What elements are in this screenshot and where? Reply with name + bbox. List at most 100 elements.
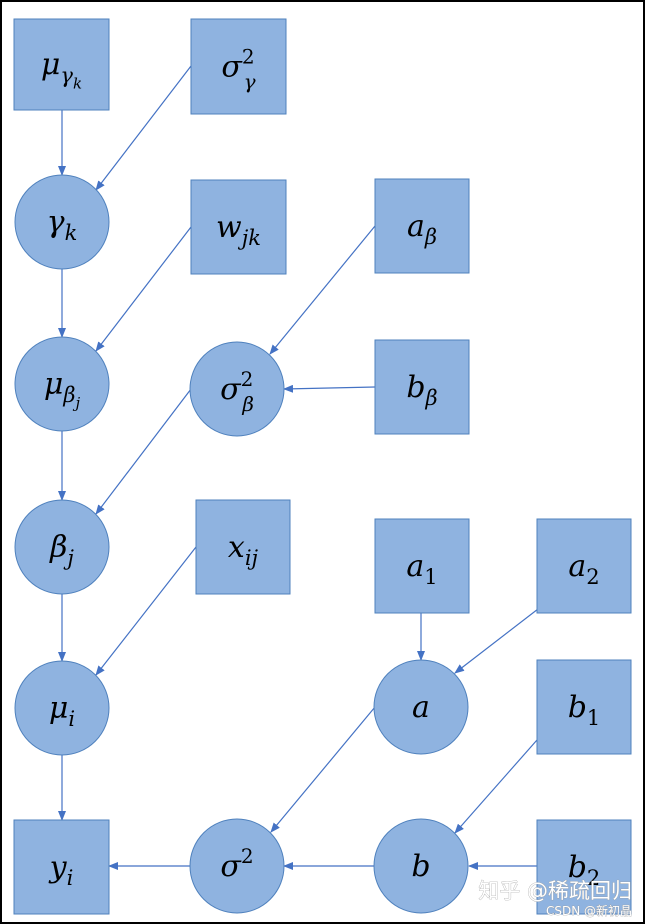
- node-b-1-label: b1: [568, 690, 601, 730]
- watermark-line1: 知乎 @稀疏回归: [478, 879, 632, 903]
- node-sigma2-circle: [189, 818, 285, 914]
- node-y-i-subscript: i: [67, 866, 74, 890]
- edge-a-2-to-a: [454, 598, 552, 674]
- node-a-2-subscript: 2: [586, 565, 599, 589]
- node-b-beta-symbol: b: [406, 370, 425, 405]
- node-a-beta: aβ: [374, 178, 470, 274]
- node-a-circle: [373, 659, 469, 755]
- node-sigma2-superscript: 2: [241, 844, 254, 868]
- node-sigma2-symbol: σ: [220, 849, 242, 884]
- node-mu-beta-j-subscript: β: [62, 383, 75, 407]
- node-a-2: a2: [536, 518, 632, 614]
- node-beta-j-symbol: β: [49, 530, 67, 565]
- node-gamma-k-symbol: γ: [47, 205, 65, 240]
- node-b-2-label: b2: [568, 850, 601, 890]
- edge-a-to-sigma2: [270, 706, 376, 833]
- node-beta-j: βj: [14, 499, 110, 595]
- node-x-ij-box: [195, 499, 291, 595]
- node-b-circle: [373, 818, 469, 914]
- edges-layer: [58, 65, 552, 870]
- node-mu-gamma-k-label: μγk: [41, 48, 82, 93]
- node-x-ij-symbol: x: [228, 530, 245, 565]
- node-a-beta-symbol: a: [407, 209, 425, 244]
- node-x-ij-subscript: ij: [245, 546, 259, 570]
- node-mu-i: μi: [14, 660, 110, 756]
- node-mu-beta-j-sub-subscript: j: [72, 394, 80, 412]
- node-y-i-symbol: y: [48, 850, 68, 885]
- edge-a-beta-to-sigma2-beta: [269, 225, 376, 355]
- node-b-beta-box: [374, 339, 470, 435]
- node-w-jk-label: wjk: [216, 210, 261, 250]
- node-sigma2-label: σ2: [220, 844, 253, 884]
- node-b-2: b2: [536, 819, 632, 915]
- node-gamma-k-circle: [14, 174, 110, 270]
- node-w-jk-symbol: w: [216, 210, 242, 245]
- edge-b-1-to-b: [454, 739, 538, 834]
- node-a-2-label: a2: [568, 549, 599, 589]
- node-mu-beta-j-symbol: μ: [44, 367, 64, 402]
- node-sigma2-gamma-symbol: σ: [221, 50, 243, 85]
- node-sigma2-beta-symbol: σ: [220, 372, 242, 407]
- node-a-1-label: a1: [406, 549, 437, 589]
- node-a-symbol: a: [412, 690, 430, 725]
- node-a-beta-box: [374, 178, 470, 274]
- node-gamma-k: γk: [14, 174, 110, 270]
- node-b: b: [373, 818, 469, 914]
- node-mu-i-subscript: i: [68, 707, 75, 731]
- node-a: a: [373, 659, 469, 755]
- node-sigma2-beta-superscript: 2: [241, 367, 254, 391]
- node-mu-i-symbol: μ: [49, 691, 69, 726]
- node-y-i: yi: [13, 819, 110, 915]
- node-w-jk-subscript: jk: [238, 226, 261, 250]
- node-beta-j-label: βj: [49, 530, 74, 570]
- node-x-ij-label: xij: [228, 530, 259, 570]
- node-y-i-box: [13, 819, 110, 915]
- node-mu-gamma-k: μγk: [13, 18, 110, 111]
- node-b-1-subscript: 1: [587, 706, 600, 730]
- node-mu-beta-j-circle: [14, 336, 110, 432]
- node-y-i-label: yi: [48, 850, 74, 890]
- node-sigma2-gamma-box: [190, 18, 287, 115]
- node-mu-i-label: μi: [49, 691, 75, 731]
- node-a-label: a: [412, 690, 430, 725]
- node-b-beta-subscript: β: [425, 386, 438, 410]
- node-b-1-symbol: b: [568, 690, 587, 725]
- node-a-2-box: [536, 518, 632, 614]
- edge-sigma2-beta-to-beta-j: [95, 388, 192, 515]
- node-mu-gamma-k-subscript: γ: [60, 64, 73, 88]
- node-gamma-k-subscript: k: [65, 221, 78, 245]
- node-sigma2-gamma-subscript: γ: [244, 70, 256, 94]
- node-sigma2-gamma-superscript: 2: [242, 45, 255, 69]
- node-gamma-k-label: γk: [47, 205, 78, 245]
- node-a-1-box: [374, 518, 470, 614]
- edge-w-jk-to-mu-beta-j: [95, 226, 192, 352]
- watermark: 知乎 @稀疏回归 CSDN @新初晶: [478, 879, 632, 919]
- node-b-2-symbol: b: [568, 850, 587, 885]
- node-sigma2: σ2: [189, 818, 285, 914]
- node-b-label: b: [411, 849, 430, 884]
- node-b-beta: bβ: [374, 339, 470, 435]
- node-b-1: b1: [536, 659, 632, 755]
- node-beta-j-circle: [14, 499, 110, 595]
- node-b-beta-label: bβ: [406, 370, 437, 410]
- node-b-1-box: [536, 659, 632, 755]
- node-mu-beta-j-label: μβj: [44, 367, 81, 412]
- node-mu-gamma-k-symbol: μ: [41, 48, 61, 83]
- watermark-line2: CSDN @新初晶: [546, 903, 632, 918]
- node-b-symbol: b: [411, 849, 430, 884]
- node-b-2-box: [536, 819, 632, 915]
- edge-x-ij-to-mu-i: [95, 546, 197, 676]
- node-sigma2-beta-subscript: β: [241, 392, 254, 416]
- node-beta-j-subscript: j: [63, 546, 74, 570]
- node-b-2-subscript: 2: [587, 866, 600, 890]
- node-sigma2-beta-circle: [189, 341, 285, 437]
- node-mu-i-circle: [14, 660, 110, 756]
- node-mu-gamma-k-sub-subscript: k: [73, 75, 82, 93]
- node-a-1-symbol: a: [406, 549, 424, 584]
